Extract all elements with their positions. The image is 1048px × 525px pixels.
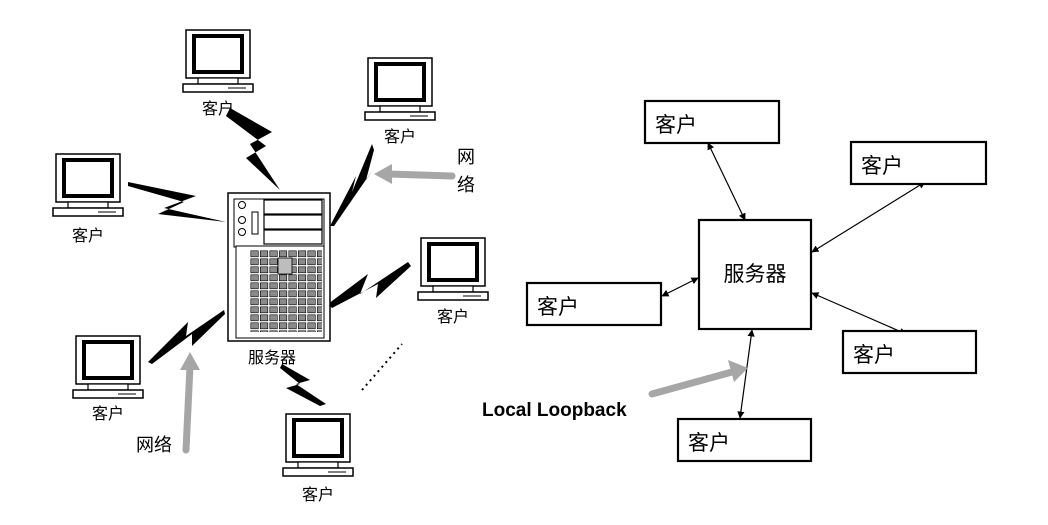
- network-label-bottom: 网络: [136, 435, 172, 456]
- client-box-left-label: 客户: [537, 295, 579, 319]
- link-bottom-right-client: [811, 292, 907, 335]
- link-left-client: [661, 277, 699, 297]
- network-arrow-bottom: [180, 352, 200, 454]
- left-network-diagram: 网 络 网络 服务器 客户 客户 客户 客户 客户: [51, 28, 490, 504]
- computer-icon-left: [51, 152, 125, 218]
- more-clients-dots: [361, 343, 403, 391]
- loopback-arrow: [648, 360, 748, 398]
- client-box-bottom: [676, 417, 813, 463]
- client-box-top-right: [849, 140, 988, 186]
- lightning-bolt-right: [328, 262, 411, 308]
- client-box-bottom-right-label: 客户: [853, 343, 895, 367]
- server-box: [697, 218, 813, 331]
- link-bottom-client: [737, 329, 755, 419]
- link-top-right-client: [811, 181, 926, 253]
- computer-icon-top-right: [363, 56, 437, 122]
- client-label-left: 客户: [72, 226, 104, 245]
- left-server-label: 服务器: [248, 348, 296, 367]
- lightning-bolt-top: [226, 108, 280, 190]
- client-label-top-right: 客户: [384, 127, 416, 146]
- client-label-bottom-left: 客户: [92, 404, 124, 423]
- client-box-top: [643, 99, 781, 145]
- network-label-right-2: 络: [457, 175, 475, 196]
- client-box-top-right-label: 客户: [861, 154, 903, 178]
- lightning-bolt-top-right: [330, 144, 374, 226]
- lightning-bolt-left: [128, 182, 226, 222]
- network-arrow-right: [374, 164, 456, 184]
- computer-icon-top: [181, 28, 255, 94]
- computer-icon-bottom-left: [71, 334, 145, 400]
- lightning-bolt-bottom-left: [148, 310, 225, 364]
- right-server-label: 服务器: [724, 262, 787, 286]
- network-label-right-1: 网: [457, 147, 475, 168]
- loopback-label: Local Loopback: [482, 400, 627, 421]
- computer-icon-right: [416, 236, 490, 302]
- right-loopback-diagram: 服务器 客户 客户 客户 客户 客户 Local Loopback: [482, 99, 988, 463]
- client-box-left: [525, 281, 663, 327]
- computer-icon-bottom: [281, 412, 355, 478]
- server-tower-icon: [227, 192, 331, 342]
- link-top-client: [707, 142, 746, 221]
- lightning-bolt-bottom: [280, 364, 326, 406]
- client-label-right: 客户: [437, 307, 469, 326]
- client-box-top-label: 客户: [655, 113, 697, 137]
- client-box-bottom-label: 客户: [688, 431, 730, 455]
- client-label-top: 客户: [202, 99, 234, 118]
- client-box-bottom-right: [841, 329, 978, 375]
- client-label-bottom: 客户: [302, 485, 334, 504]
